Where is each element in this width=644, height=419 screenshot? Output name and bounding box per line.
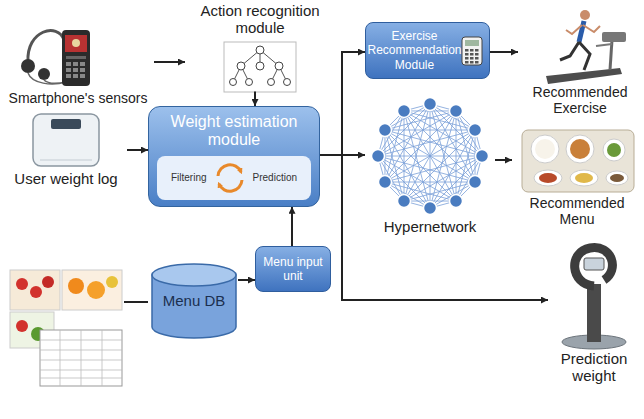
caption: Recommended Menu [512,195,642,227]
food-pictures [10,270,148,386]
weight-estimation-module: Weight estimation moduleFiltering Predict… [148,106,320,207]
hypernetwork: Hypernetwork [365,96,495,235]
connector-arrow [154,61,185,63]
connector-arrow [127,149,148,151]
cycle-panel: Filtering Prediction [157,156,311,200]
connector-arrow [495,159,512,161]
caption: Hypernetwork [365,218,495,235]
weighing-machine-picture [562,248,626,349]
step-label: Filtering [171,172,207,183]
recommended-exercise: Recommended Exercise [518,4,642,116]
connector-arrow [320,52,365,155]
scale-picture [33,114,99,166]
connector-arrow [238,279,255,281]
caption: Smartphone's sensors [2,90,154,106]
prediction-weight: Prediction weight [548,238,640,385]
db-label: Menu DB [163,292,226,309]
smartphone-picture [21,30,90,86]
caption: User weight log [5,170,127,187]
user-weight-log: User weight log [5,108,127,187]
connector-arrow [320,155,548,300]
tree-picture [224,42,296,92]
step-label: Prediction [253,172,297,183]
action-recognition-module: Action recognition module [185,2,335,92]
connector-arrow [254,92,256,107]
calculator-icon [461,36,483,66]
menu-input-unit: Menu input unit [255,246,331,292]
exercise-recommendation-module: Exercise Recommendation Module [365,22,490,79]
hypernetwork-picture [372,98,489,215]
connector-arrow [490,51,518,53]
meal-picture [522,130,634,192]
connector-arrow [291,207,293,246]
caption: Recommended Exercise [518,84,642,116]
caption: Action recognition module [185,2,335,37]
menu-db: Menu DB [150,262,238,340]
caption: Prediction weight [548,350,640,385]
smartphone-sensors: Smartphone's sensors [2,22,154,106]
module-title: Weight estimation module [157,113,311,150]
box-label: Menu input unit [262,255,324,284]
box-label: Exercise Recommendation Module [367,29,461,72]
recommended-menu: Recommended Menu [512,125,642,227]
treadmill-picture [546,10,626,84]
cycle-icon [210,160,250,196]
